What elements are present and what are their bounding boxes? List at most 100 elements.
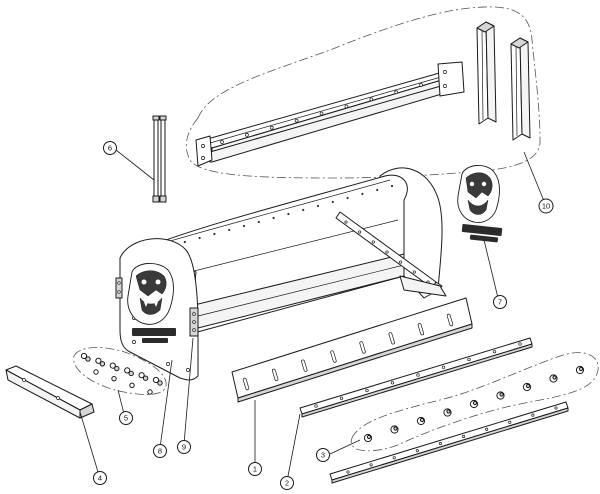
bottom-strap [329,401,569,484]
bulldog-decal-icon [127,263,176,343]
bolt-nut [525,383,531,389]
mount-hole [346,470,350,474]
mount-hole [438,442,442,446]
mount-hole [339,396,344,400]
bolt-head [152,376,160,384]
rivet [183,240,186,244]
callout-5: 5 [119,411,133,425]
rivet [361,192,364,196]
mount-hole [385,250,389,254]
washer [93,369,99,375]
mount-hole [314,404,318,408]
mount-hole [399,260,403,264]
callout-6-label: 6 [108,144,112,153]
blade-slot [446,313,454,327]
rod-pair [152,115,167,203]
assembly-boundary-5 [73,347,167,395]
callout-9: 9 [177,440,191,454]
callout-2: 2 [280,476,294,490]
blade-slot [271,368,279,382]
rivet [272,216,275,220]
mount-hole [508,420,512,424]
cross-rail [195,61,465,167]
mount-hole [371,240,375,244]
bolt-nut [85,356,91,362]
rivet [242,224,246,228]
callout-2-label: 2 [285,479,289,488]
rivet [331,200,334,204]
mount-hole [394,90,399,95]
mount-hole [365,388,369,393]
mount-hole [492,350,497,354]
callout-7: 7 [493,295,507,309]
callout-1: 1 [248,462,262,476]
blade-slot [330,350,337,363]
callout-3: 3 [316,448,330,462]
corner-bracket [5,365,95,419]
mount-hole [416,373,420,377]
mount-hole [269,125,274,130]
rivet [302,208,305,212]
bolt-nut [128,370,134,377]
bolt-nut [99,361,106,367]
mount-hole [319,111,324,116]
bolt-head [138,372,145,379]
slotted-cutting-edge [231,297,473,403]
washer [111,375,117,382]
bulldog-decal-icon [457,165,503,243]
bolt-head [95,357,102,364]
bolt-nut [472,400,478,406]
mount-hole [358,230,362,234]
bolt-nut [578,366,584,372]
bolt-nut [446,409,451,414]
callout-4-label: 4 [98,474,102,483]
callout-3-label: 3 [321,451,325,460]
mount-hole [369,97,374,102]
mount-hole [220,140,224,144]
mount-hole [419,83,423,87]
assembly-boundary-10 [185,6,541,179]
mount-hole [369,463,373,467]
mount-frame-assembly [185,6,541,179]
mount-hole [245,133,249,137]
rivet [376,188,379,192]
mount-hole [485,427,489,431]
blade-slot [388,332,395,345]
mount-hole [531,413,535,417]
washer [147,389,153,395]
bolt-nut [366,434,372,440]
assembly-boundary-3 [350,352,599,452]
callout-6: 6 [103,141,117,155]
rivet [198,236,201,240]
callout-1-label: 1 [253,465,257,474]
callout-8-label: 8 [158,447,162,456]
mount-hole [412,270,416,274]
callout-10: 10 [538,198,554,214]
channel-post-a [476,21,497,125]
bolt-nut [419,417,425,423]
wear-strip [299,337,533,418]
mount-hole [392,456,396,460]
rivet [316,204,320,208]
callout-7-label: 7 [498,298,502,307]
blade-slot [359,341,366,354]
rivet [287,212,290,216]
washer [129,382,135,389]
blade-slot [417,322,425,336]
callout-9-label: 9 [182,443,186,452]
callout-4: 4 [93,471,107,485]
callout-5-label: 5 [124,414,128,423]
rivet [213,232,216,236]
left-tab [115,277,123,299]
channel-post-b [510,37,531,141]
bolt-nut [142,375,149,381]
callout-8: 8 [153,444,167,458]
bolt-nut [499,392,504,397]
bolt-head [80,352,88,360]
callout-10-label: 10 [542,202,550,211]
bolt-head [124,367,131,374]
mount-hole [467,357,471,362]
mount-hole [294,118,299,123]
bolt-nut [114,365,120,372]
